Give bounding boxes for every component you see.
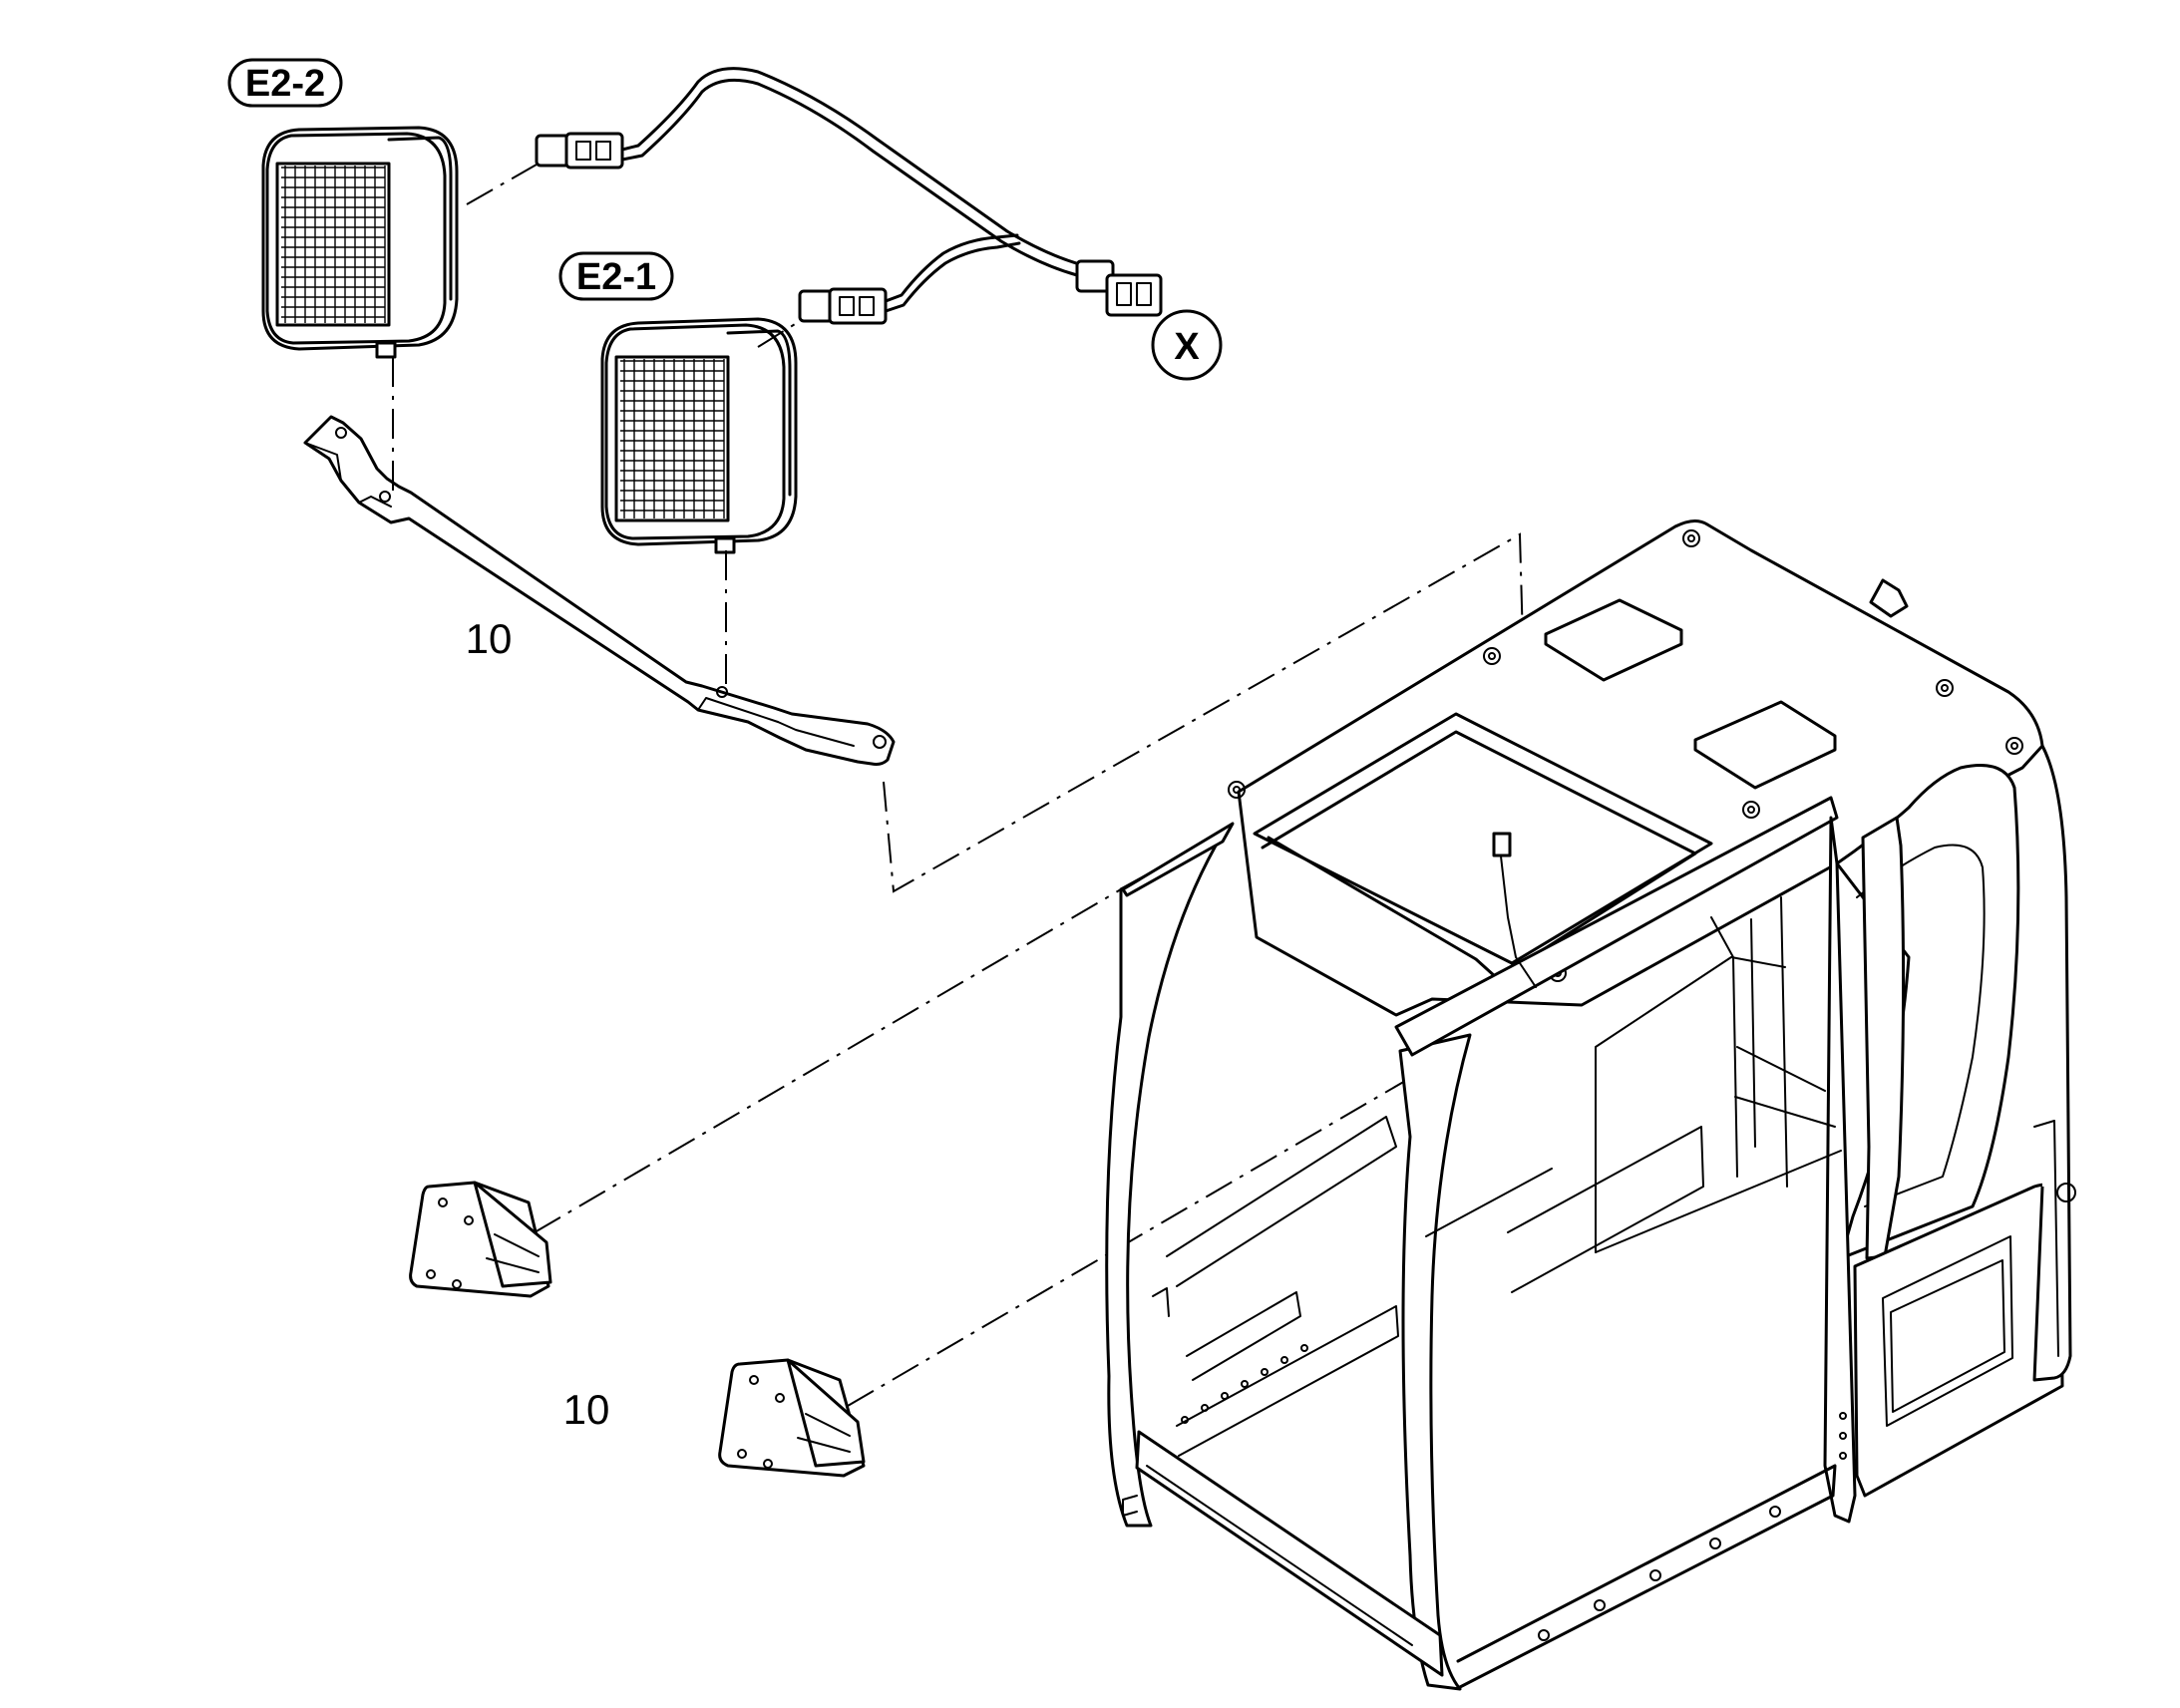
guide-line-e2-1-connector bbox=[757, 320, 801, 348]
connector-e2-1 bbox=[798, 287, 888, 325]
shield-right bbox=[718, 1358, 866, 1478]
frame-bolts bbox=[1181, 1344, 1847, 1641]
guide-line-shield-left bbox=[534, 888, 1122, 1233]
guide-line-e2-2-connector bbox=[466, 164, 538, 205]
callout-e2-1: E2-1 bbox=[558, 251, 674, 301]
callout-x-harness-text: X bbox=[1174, 326, 1200, 368]
operator-cab bbox=[1105, 519, 2076, 1691]
part-number-10-bracket: 10 bbox=[466, 615, 513, 662]
callout-e2-1-text: E2-1 bbox=[576, 256, 656, 298]
connector-e2-2 bbox=[535, 132, 624, 170]
work-lamp-e2-2 bbox=[261, 126, 459, 359]
callout-e2-2-text: E2-2 bbox=[245, 63, 325, 105]
part-number-10-shields: 10 bbox=[563, 1386, 610, 1433]
callout-e2-2: E2-2 bbox=[227, 58, 343, 108]
shield-left bbox=[409, 1181, 552, 1298]
work-lamp-e2-1 bbox=[600, 317, 798, 554]
callout-x-harness: X bbox=[1151, 309, 1223, 381]
lamp-mounting-bracket bbox=[303, 415, 896, 766]
wiring-harness bbox=[620, 67, 1163, 317]
guide-line-shield-right bbox=[847, 1062, 1437, 1407]
